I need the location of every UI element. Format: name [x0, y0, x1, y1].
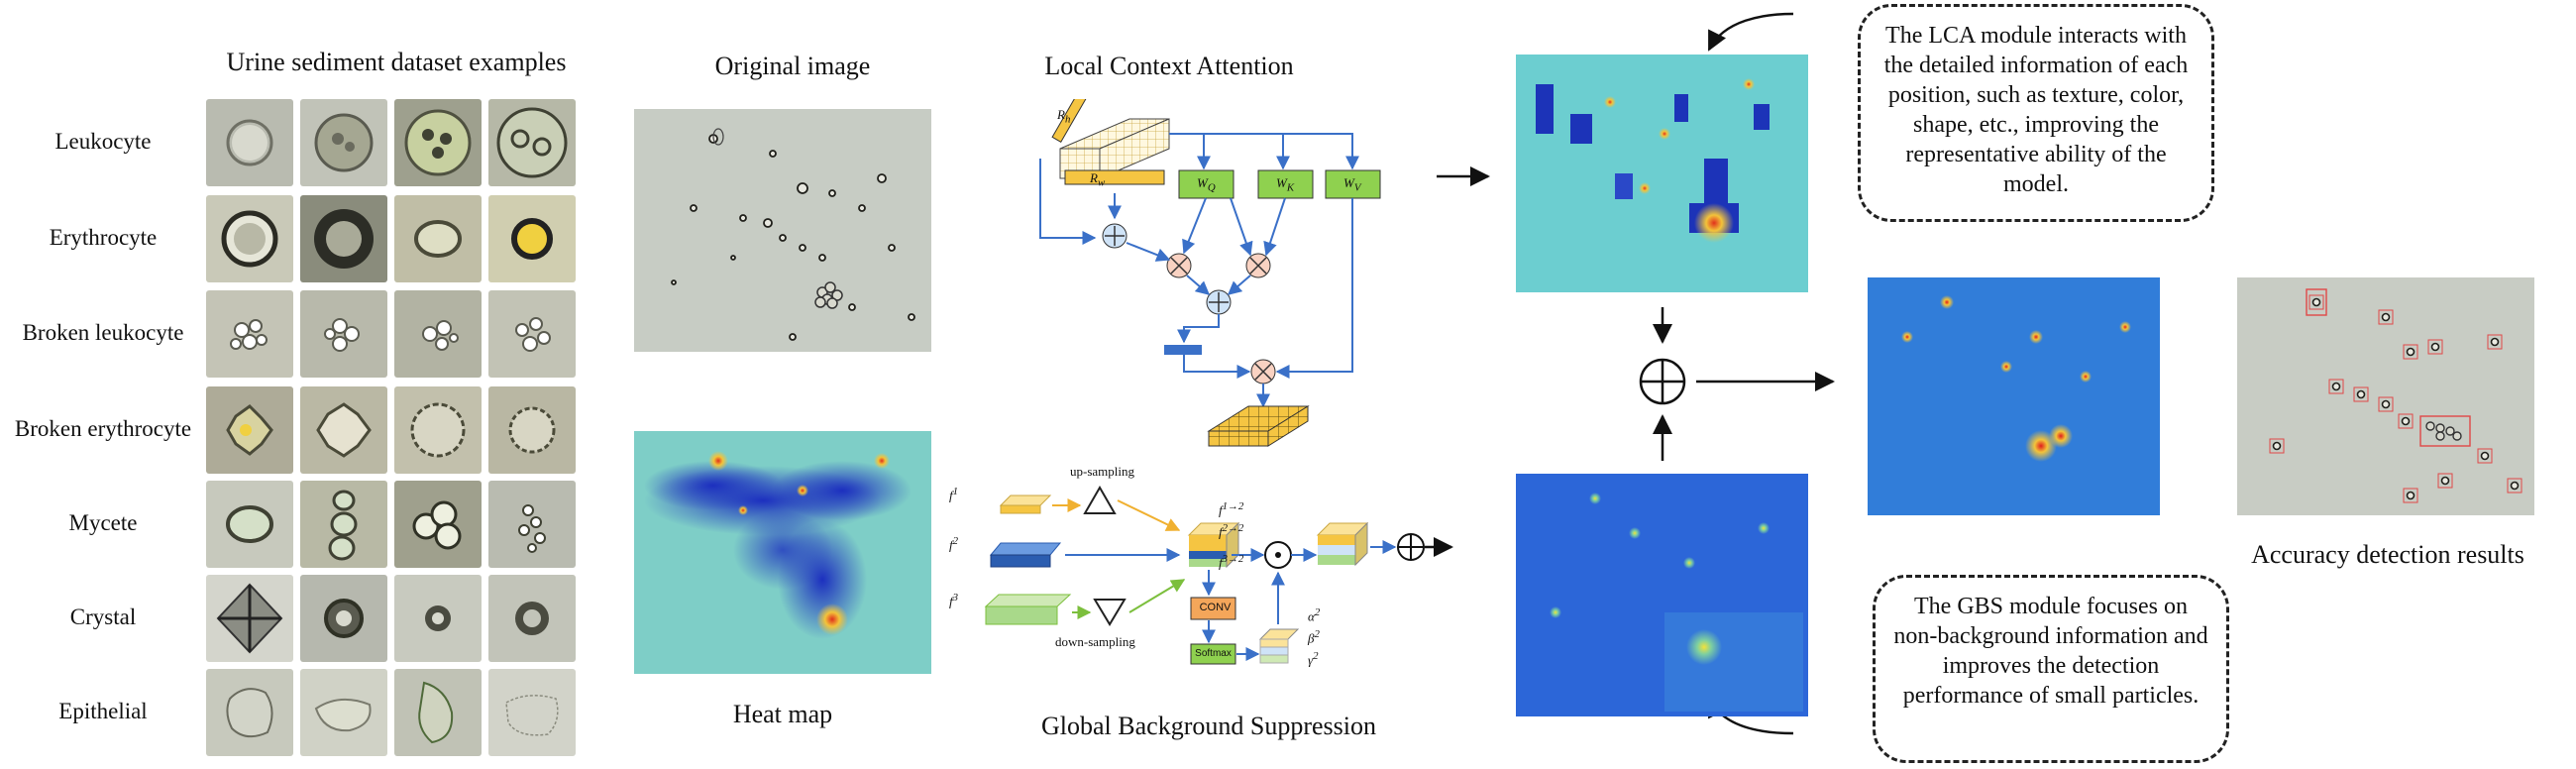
- wv-label: W: [1343, 175, 1354, 190]
- sample-image-ery-3: [394, 195, 482, 282]
- f22-label: f: [1219, 524, 1223, 540]
- sample-image-epi-1: [206, 669, 293, 756]
- sample-image-ery-2: [300, 195, 387, 282]
- gamma-label: γ: [1308, 652, 1314, 668]
- row-label-cry: Crystal: [69, 604, 137, 629]
- gamma-sup: 2: [1313, 650, 1319, 662]
- sample-image-bery-2: [300, 386, 387, 474]
- row-label-bleuko: Broken leukocyte: [22, 320, 184, 345]
- gbs-title: Global Background Suppression: [1041, 712, 1376, 740]
- row-label-myc: Mycete: [68, 510, 138, 535]
- sample-image-myc-1: [206, 481, 293, 568]
- f32-label: f: [1219, 555, 1223, 571]
- f22-sup: 2→2: [1222, 522, 1244, 534]
- original-image-title: Original image: [714, 52, 871, 80]
- sample-image-leuko-2: [300, 99, 387, 186]
- up-sampling-label: up-sampling: [1070, 464, 1134, 479]
- beta-label: β: [1308, 630, 1315, 646]
- f12-label: f: [1219, 502, 1223, 518]
- lca-diagram: [1039, 99, 1381, 447]
- row-label-leuko: Leukocyte: [54, 129, 152, 154]
- sample-image-epi-2: [300, 669, 387, 756]
- sample-image-myc-3: [394, 481, 482, 568]
- sample-image-leuko-4: [488, 99, 576, 186]
- results-label: Accuracy detection results: [2251, 540, 2524, 569]
- rw-sub: w: [1097, 176, 1106, 189]
- sample-image-bleuko-3: [394, 290, 482, 378]
- sample-image-bleuko-2: [300, 290, 387, 378]
- conv-label: CONV: [1199, 602, 1232, 613]
- sample-image-cry-2: [300, 575, 387, 662]
- lca-title: Local Context Attention: [1044, 52, 1294, 80]
- fused-feature-map: [1868, 277, 2160, 515]
- wq-label: W: [1197, 175, 1208, 190]
- rh-sub: h: [1064, 113, 1071, 126]
- f2-label: f: [949, 537, 953, 553]
- sample-image-myc-2: [300, 481, 387, 568]
- sample-image-cry-1: [206, 575, 293, 662]
- alpha-sup: 2: [1314, 606, 1321, 618]
- heat-map-label: Heat map: [732, 700, 833, 728]
- sample-image-epi-4: [488, 669, 576, 756]
- row-label-bery: Broken erythrocyte: [14, 416, 192, 441]
- f12-sup: 1→2: [1222, 500, 1244, 512]
- gbs-feature-map: [1516, 474, 1808, 716]
- sample-image-myc-4: [488, 481, 576, 568]
- f32-sup: 3→2: [1222, 553, 1244, 565]
- down-sampling-label: down-sampling: [1055, 634, 1135, 649]
- lca-feature-map: [1516, 55, 1808, 292]
- f3-label: f: [949, 594, 953, 609]
- rw-label: R: [1090, 170, 1098, 185]
- detection-result-image: [2237, 277, 2534, 515]
- sample-image-cry-3: [394, 575, 482, 662]
- sample-image-leuko-1: [206, 99, 293, 186]
- sample-image-bleuko-1: [206, 290, 293, 378]
- f1-label: f: [949, 488, 953, 503]
- sample-image-ery-4: [488, 195, 576, 282]
- wq-sub: Q: [1207, 181, 1216, 194]
- sample-image-bleuko-4: [488, 290, 576, 378]
- dataset-title: Urine sediment dataset examples: [226, 48, 567, 76]
- row-label-ery: Erythrocyte: [49, 225, 158, 250]
- wk-label: W: [1276, 175, 1287, 190]
- original-microscope-image: [634, 109, 931, 352]
- f3-sup: 3: [952, 592, 959, 604]
- sample-image-cry-4: [488, 575, 576, 662]
- softmax-label: Softmax: [1195, 648, 1232, 659]
- wv-sub: V: [1353, 181, 1361, 194]
- sample-image-bery-4: [488, 386, 576, 474]
- row-label-epi: Epithelial: [58, 699, 148, 723]
- sample-image-epi-3: [394, 669, 482, 756]
- f1-sup: 1: [952, 486, 959, 497]
- sample-image-ery-1: [206, 195, 293, 282]
- sample-image-leuko-3: [394, 99, 482, 186]
- wk-sub: K: [1286, 181, 1295, 194]
- sample-image-bery-1: [206, 386, 293, 474]
- sample-image-bery-3: [394, 386, 482, 474]
- gbs-note: The GBS module focuses on non-background…: [1873, 575, 2229, 763]
- lca-note: The LCA module interacts with the detail…: [1858, 4, 2214, 222]
- gbs-diagram: [984, 485, 1453, 665]
- rh-label: R: [1057, 107, 1065, 122]
- f2-sup: 2: [952, 535, 959, 547]
- alpha-label: α: [1308, 608, 1315, 624]
- beta-sup: 2: [1314, 628, 1320, 640]
- heat-map-image: [634, 431, 931, 674]
